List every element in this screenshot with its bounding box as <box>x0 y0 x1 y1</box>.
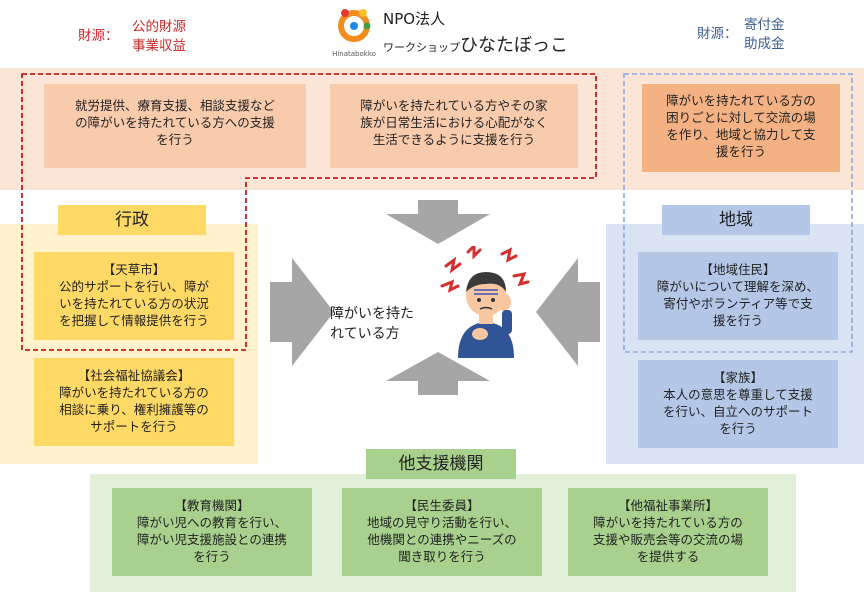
distressed-person-icon <box>440 246 530 358</box>
funding-left-label: 財源： <box>78 28 119 44</box>
logo-text: Hinatabokko <box>332 50 376 58</box>
funding-left-public: 公的財源 <box>132 19 186 35</box>
hinatabokko-logo: Hinatabokko <box>332 9 376 58</box>
org-prefix: ワークショップ <box>383 41 460 54</box>
org-type: NPO法人 <box>383 10 446 28</box>
arrow-up-icon <box>386 352 490 395</box>
person-label: 障がいを持た れている方 <box>330 306 414 342</box>
welfare-commissioner: 【民生委員】 地域の見守り活動を行い、 他機関との連携やニーズの 聞き取りを行う <box>342 488 542 576</box>
funding-left-business: 事業収益 <box>132 38 186 54</box>
welfare-council: 【社会福祉協議会】 障がいを持たれている方の 相談に乗り、権利擁護等の サポート… <box>34 358 234 446</box>
family: 【家族】 本人の意思を尊重して支援 を行い、自立へのサポート を行う <box>638 360 838 448</box>
org-name: ひなたぼっこ <box>460 35 568 56</box>
other-agencies-label: 他支援機関 <box>366 449 516 479</box>
arrow-right-icon <box>270 258 334 366</box>
org-title: NPO法人 ワークショップひなたぼっこ <box>383 8 568 57</box>
other-welfare-office: 【他福祉事業所】 障がいを持たれている方の 支援や販売会等の交流の場 を提供する <box>568 488 768 576</box>
funding-right-grant: 助成金 <box>744 36 785 52</box>
education-institution: 【教育機関】 障がい児への教育を行い、 障がい児支援施設との連携 を行う <box>112 488 312 576</box>
arrow-down-icon <box>386 200 490 244</box>
funding-right-label: 財源： <box>697 26 738 42</box>
funding-right-donation: 寄付金 <box>744 17 785 33</box>
arrow-left-icon <box>536 258 600 366</box>
